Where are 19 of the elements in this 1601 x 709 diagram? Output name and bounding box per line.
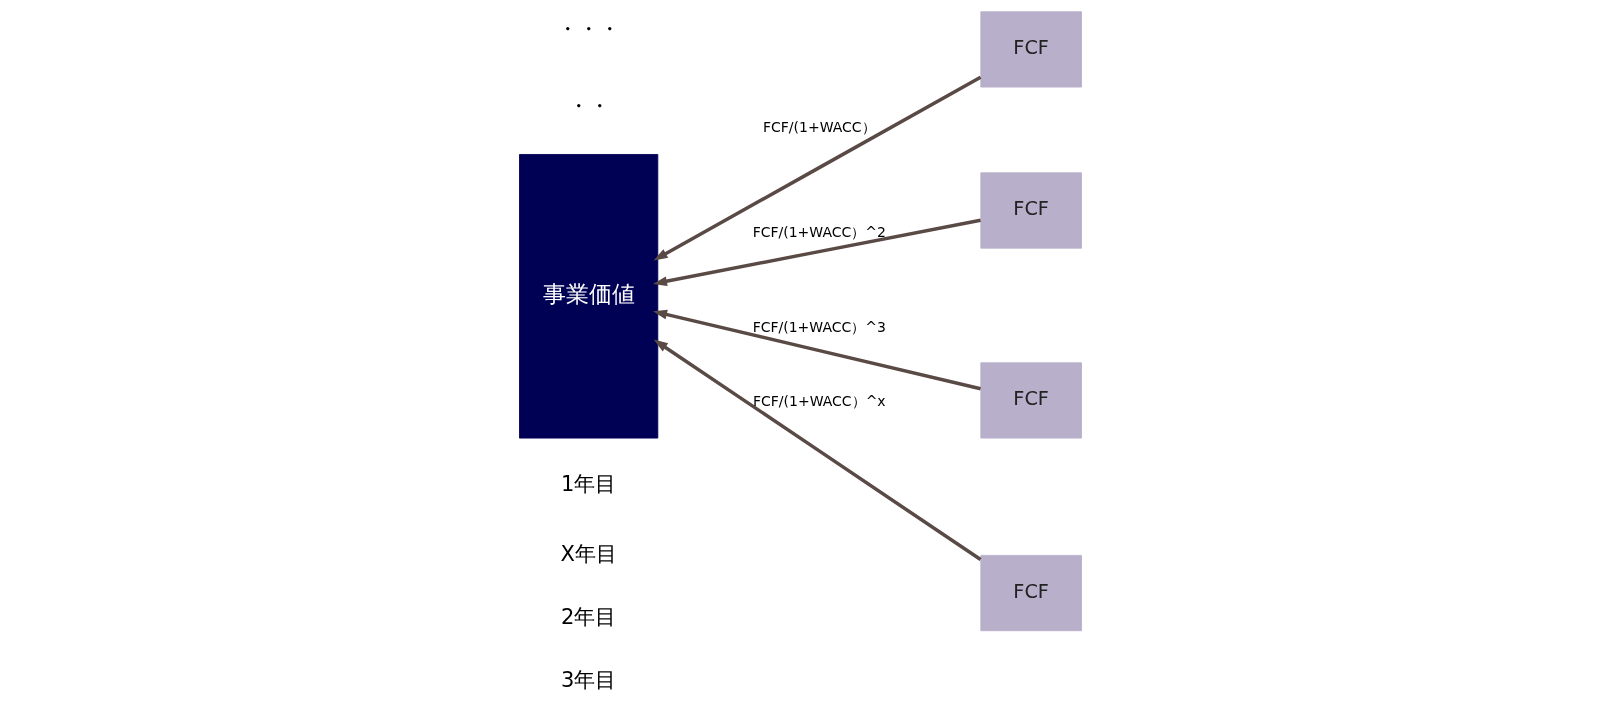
edge-label: FCF/(1+WACC）^3 bbox=[752, 319, 886, 335]
label: 1年目 bbox=[560, 471, 617, 496]
label: 2年目 bbox=[560, 604, 617, 629]
edge-label: FCF/(1+WACC）^x bbox=[752, 392, 886, 409]
label: ・・ bbox=[567, 93, 610, 118]
node-box: FCF bbox=[980, 172, 1082, 249]
arrow bbox=[653, 339, 982, 562]
arrow bbox=[652, 218, 981, 287]
label: 3年目 bbox=[560, 667, 617, 692]
edge-label: FCF/(1+WACC） bbox=[762, 119, 876, 136]
label: ・・・ bbox=[557, 17, 621, 42]
node-box: FCF bbox=[980, 362, 1082, 439]
edge-label: FCF/(1+WACC）^2 bbox=[752, 223, 886, 240]
node-box: FCF bbox=[980, 554, 1082, 632]
arrow bbox=[653, 309, 981, 391]
node-box: 事業価値 bbox=[519, 154, 659, 439]
label: X年目 bbox=[560, 541, 617, 566]
node-box: FCF bbox=[980, 11, 1082, 88]
arrow bbox=[653, 75, 982, 261]
